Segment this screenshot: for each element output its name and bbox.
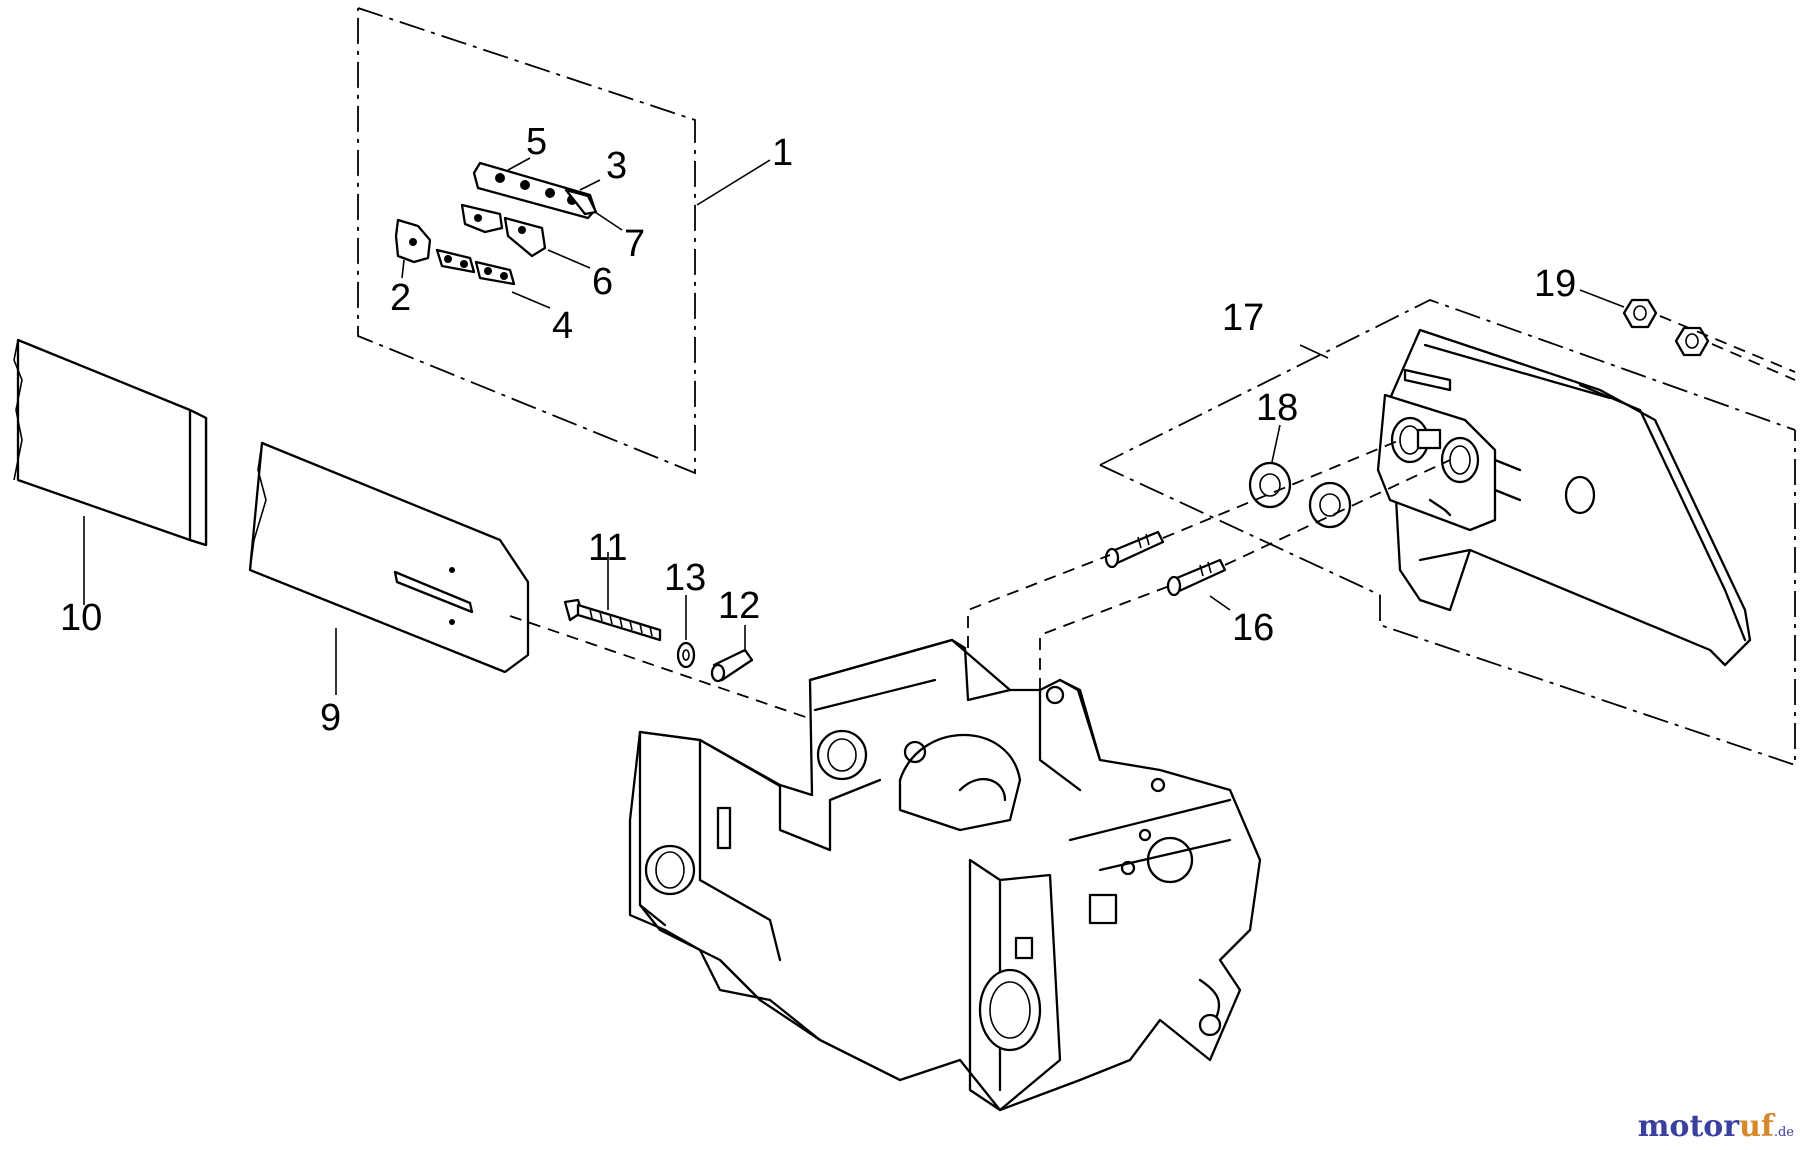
side-links — [435, 248, 516, 286]
drive-link — [394, 218, 432, 264]
bar-axis-line — [509, 615, 821, 723]
chain-kit-box — [357, 7, 696, 475]
crankcase — [628, 638, 1262, 1112]
callout-5: 5 — [526, 121, 547, 163]
watermark-main: motor — [1637, 1109, 1740, 1144]
studs — [1104, 530, 1231, 611]
callout-18: 18 — [1256, 387, 1298, 429]
chain-kit-leaders — [401, 157, 771, 309]
callout-12: 12 — [718, 585, 760, 627]
callout-10: 10 — [60, 597, 102, 639]
bar-bolt — [563, 552, 662, 642]
callout-11: 11 — [588, 527, 627, 569]
callout-3: 3 — [606, 145, 627, 187]
callout-1: 1 — [772, 132, 793, 174]
sprocket-cover — [1376, 328, 1752, 667]
adjuster-pin — [710, 625, 754, 683]
cover-frame — [1099, 299, 1796, 767]
watermark-accent: uf — [1739, 1109, 1774, 1144]
cutter-links — [460, 203, 547, 258]
callout-6: 6 — [592, 261, 613, 303]
callout-labels: 1 5 3 7 6 2 4 10 9 11 13 12 17 18 19 16 — [60, 121, 1576, 739]
grommets — [1248, 424, 1352, 529]
watermark-tld: .de — [1773, 1125, 1794, 1140]
chain-link-row-top — [472, 161, 598, 220]
bar-cover — [13, 338, 208, 605]
callout-19: 19 — [1534, 263, 1576, 305]
callout-2: 2 — [390, 277, 411, 319]
callout-9: 9 — [320, 697, 341, 739]
washer — [676, 595, 696, 669]
callout-16: 16 — [1232, 607, 1274, 649]
callout-17: 17 — [1222, 297, 1264, 339]
callout-13: 13 — [664, 557, 706, 599]
site-watermark: motoruf.de — [1638, 1109, 1794, 1144]
cover-nuts — [1579, 289, 1710, 357]
guide-bar — [248, 441, 530, 695]
assembly-guide-lines — [967, 315, 1796, 690]
callout-7: 7 — [624, 223, 645, 265]
callout-4: 4 — [552, 305, 573, 347]
